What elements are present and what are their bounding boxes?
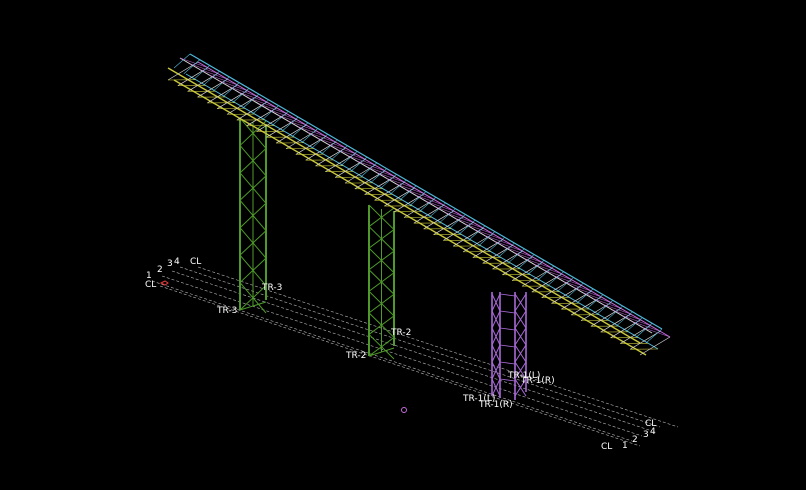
tower-label-tr-1-r-bottom: TR-1(R) (478, 400, 513, 410)
grid-label-cl-left: CL (145, 280, 156, 290)
grid-label-4-right: 4 (650, 427, 656, 437)
grid-label-2-right: 2 (632, 435, 638, 445)
ground-grid-lines (151, 266, 679, 447)
tower-label-tr-3-bottom: TR-3 (216, 306, 237, 316)
grid-label-3-right: 3 (643, 430, 649, 440)
tower-label-tr-1-l-top: TR-1(L) (507, 371, 540, 381)
grid-label-4-left: 4 (174, 257, 180, 267)
conveyor-truss[interactable] (167, 53, 671, 356)
tower-label-tr-2-top: TR-2 (390, 328, 411, 338)
grid-label-cl-right: CL (601, 442, 612, 452)
grid-label-3-left: 3 (167, 259, 173, 269)
grid-label-1-right: 1 (622, 441, 628, 451)
grid-label-1-left: 1 (146, 271, 152, 281)
tower-tr-3[interactable] (239, 117, 267, 314)
grid-label-cl-top-right: CL (645, 419, 656, 429)
tower-tr-1[interactable] (491, 292, 527, 400)
origin-marker-icon (401, 407, 407, 413)
red-marker-icon (159, 280, 169, 286)
tower-label-tr-2-bottom: TR-2 (345, 351, 366, 361)
grid-label-2-left: 2 (157, 265, 163, 275)
tower-label-tr-1-r-top: TR-1(R) (520, 376, 555, 386)
tower-tr-2[interactable] (368, 204, 395, 360)
tower-label-tr-1-l-bottom: TR-1(L) (462, 394, 495, 404)
grid-label-cl-top-left: CL (190, 257, 201, 267)
tower-label-tr-3-top: TR-3 (261, 283, 282, 293)
